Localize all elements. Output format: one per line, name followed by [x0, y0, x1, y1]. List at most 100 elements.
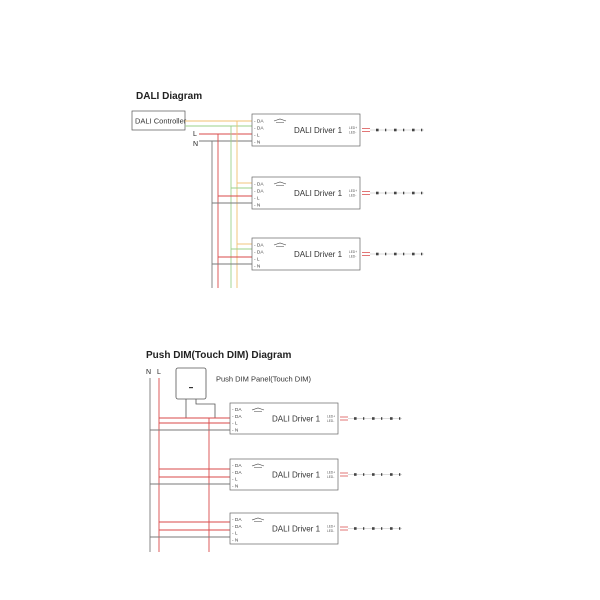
- push-dim-panel-label: Push DIM Panel(Touch DIM): [216, 375, 312, 384]
- driver-pin-label: - L: [232, 531, 238, 537]
- driver-output-label: LED-: [349, 131, 356, 135]
- driver-pin-label: - N: [232, 537, 239, 543]
- driver-label: DALI Driver 1: [294, 126, 343, 135]
- led-chip-icon: [412, 128, 415, 132]
- driver-pin-label: - DA: [254, 188, 264, 194]
- driver-pin-label: - DA: [232, 517, 242, 523]
- push-dim-diagram-title: Push DIM(Touch DIM) Diagram: [146, 350, 291, 361]
- push-dim-diagram-section: Push DIM(Touch DIM) Diagram N L Push DIM…: [146, 350, 402, 552]
- panel-button-icon: [189, 387, 193, 389]
- led-chip-icon: [354, 473, 357, 476]
- led-chip-icon: [390, 417, 393, 420]
- push-dim-panel: [175, 367, 207, 400]
- led-chip-icon: [412, 252, 415, 256]
- driver-label: DALI Driver 1: [272, 415, 321, 424]
- dali-controller-box: [131, 110, 186, 131]
- led-wire: [340, 526, 348, 531]
- led-chip-icon: [421, 252, 423, 256]
- led-chip-icon: [394, 191, 397, 195]
- panel-wire-da1: [185, 399, 209, 419]
- led-chip-icon: [354, 417, 357, 420]
- driver-box: [251, 113, 361, 147]
- dali-diagram-section: DALI Diagram DALI Controller L N - DA- D…: [131, 91, 424, 288]
- driver-output-label: LED+: [349, 189, 357, 193]
- driver-label: DALI Driver 1: [272, 525, 321, 534]
- driver-logo-icon: [251, 517, 265, 522]
- led-chip-icon: [399, 473, 401, 476]
- driver-pin-label: - DA: [232, 463, 242, 469]
- led-chip-icon: [363, 473, 365, 476]
- driver-logo-icon: [273, 181, 287, 186]
- dali-l-label: L: [193, 131, 197, 138]
- driver-pin-label: - L: [232, 421, 238, 427]
- led-chip-icon: [376, 191, 379, 195]
- driver-pin-label: - DA: [254, 118, 264, 124]
- driver-pin-label: - DA: [232, 407, 242, 413]
- led-chip-icon: [381, 417, 383, 420]
- push-n-label: N: [146, 369, 151, 376]
- driver-box: [251, 237, 361, 271]
- driver-logo-icon: [251, 407, 265, 412]
- dali-n-label: N: [193, 141, 198, 148]
- driver-label: DALI Driver 1: [294, 189, 343, 198]
- led-chip-icon: [372, 527, 375, 530]
- driver-box: [229, 458, 339, 491]
- led-chip-icon: [385, 191, 387, 195]
- driver-pin-label: - N: [232, 427, 239, 433]
- led-chip-icon: [403, 191, 405, 195]
- led-chip-icon: [403, 128, 405, 132]
- driver-pin-label: - DA: [232, 524, 242, 530]
- driver-output-label: LED-: [327, 475, 334, 479]
- led-chip-icon: [399, 417, 401, 420]
- dali-diagram-title: DALI Diagram: [136, 91, 202, 102]
- led-wire: [340, 472, 348, 477]
- driver-logo-icon: [273, 242, 287, 247]
- driver-pin-label: - DA: [232, 470, 242, 476]
- led-chip-icon: [399, 527, 401, 530]
- led-chip-icon: [381, 473, 383, 476]
- driver-label: DALI Driver 1: [272, 471, 321, 480]
- led-wire: [340, 416, 348, 421]
- led-chip-icon: [403, 252, 405, 256]
- driver-pin-label: - N: [254, 263, 261, 269]
- led-chip-icon: [421, 191, 423, 195]
- led-chip-icon: [354, 527, 357, 530]
- led-chip-icon: [385, 252, 387, 256]
- driver-pin-label: - L: [254, 256, 260, 262]
- led-chip-icon: [372, 417, 375, 420]
- driver-output-label: LED+: [349, 126, 357, 130]
- led-chip-icon: [363, 417, 365, 420]
- led-chip-icon: [385, 128, 387, 132]
- driver-pin-label: - DA: [232, 414, 242, 420]
- driver-box: [229, 402, 339, 435]
- led-chip-icon: [394, 128, 397, 132]
- driver-pin-label: - DA: [254, 125, 264, 131]
- driver-output-label: LED-: [327, 529, 334, 533]
- led-chip-icon: [421, 128, 423, 132]
- driver-label: DALI Driver 1: [294, 250, 343, 259]
- driver-box: [251, 176, 361, 210]
- led-wire: [362, 128, 370, 132]
- driver-output-label: LED+: [327, 471, 335, 475]
- driver-pin-label: - L: [254, 195, 260, 201]
- driver-pin-label: - L: [232, 477, 238, 483]
- led-chip-icon: [372, 473, 375, 476]
- driver-box: [229, 512, 339, 545]
- led-chip-icon: [363, 527, 365, 530]
- driver-pin-label: - DA: [254, 181, 264, 187]
- driver-pin-label: - DA: [254, 242, 264, 248]
- driver-pin-label: - L: [254, 132, 260, 138]
- driver-output-label: LED-: [349, 255, 356, 259]
- driver-pin-label: - N: [254, 202, 261, 208]
- driver-output-label: LED+: [327, 525, 335, 529]
- panel-wire-da2: [195, 399, 216, 418]
- led-wire: [362, 191, 370, 195]
- driver-pin-label: - DA: [254, 249, 264, 255]
